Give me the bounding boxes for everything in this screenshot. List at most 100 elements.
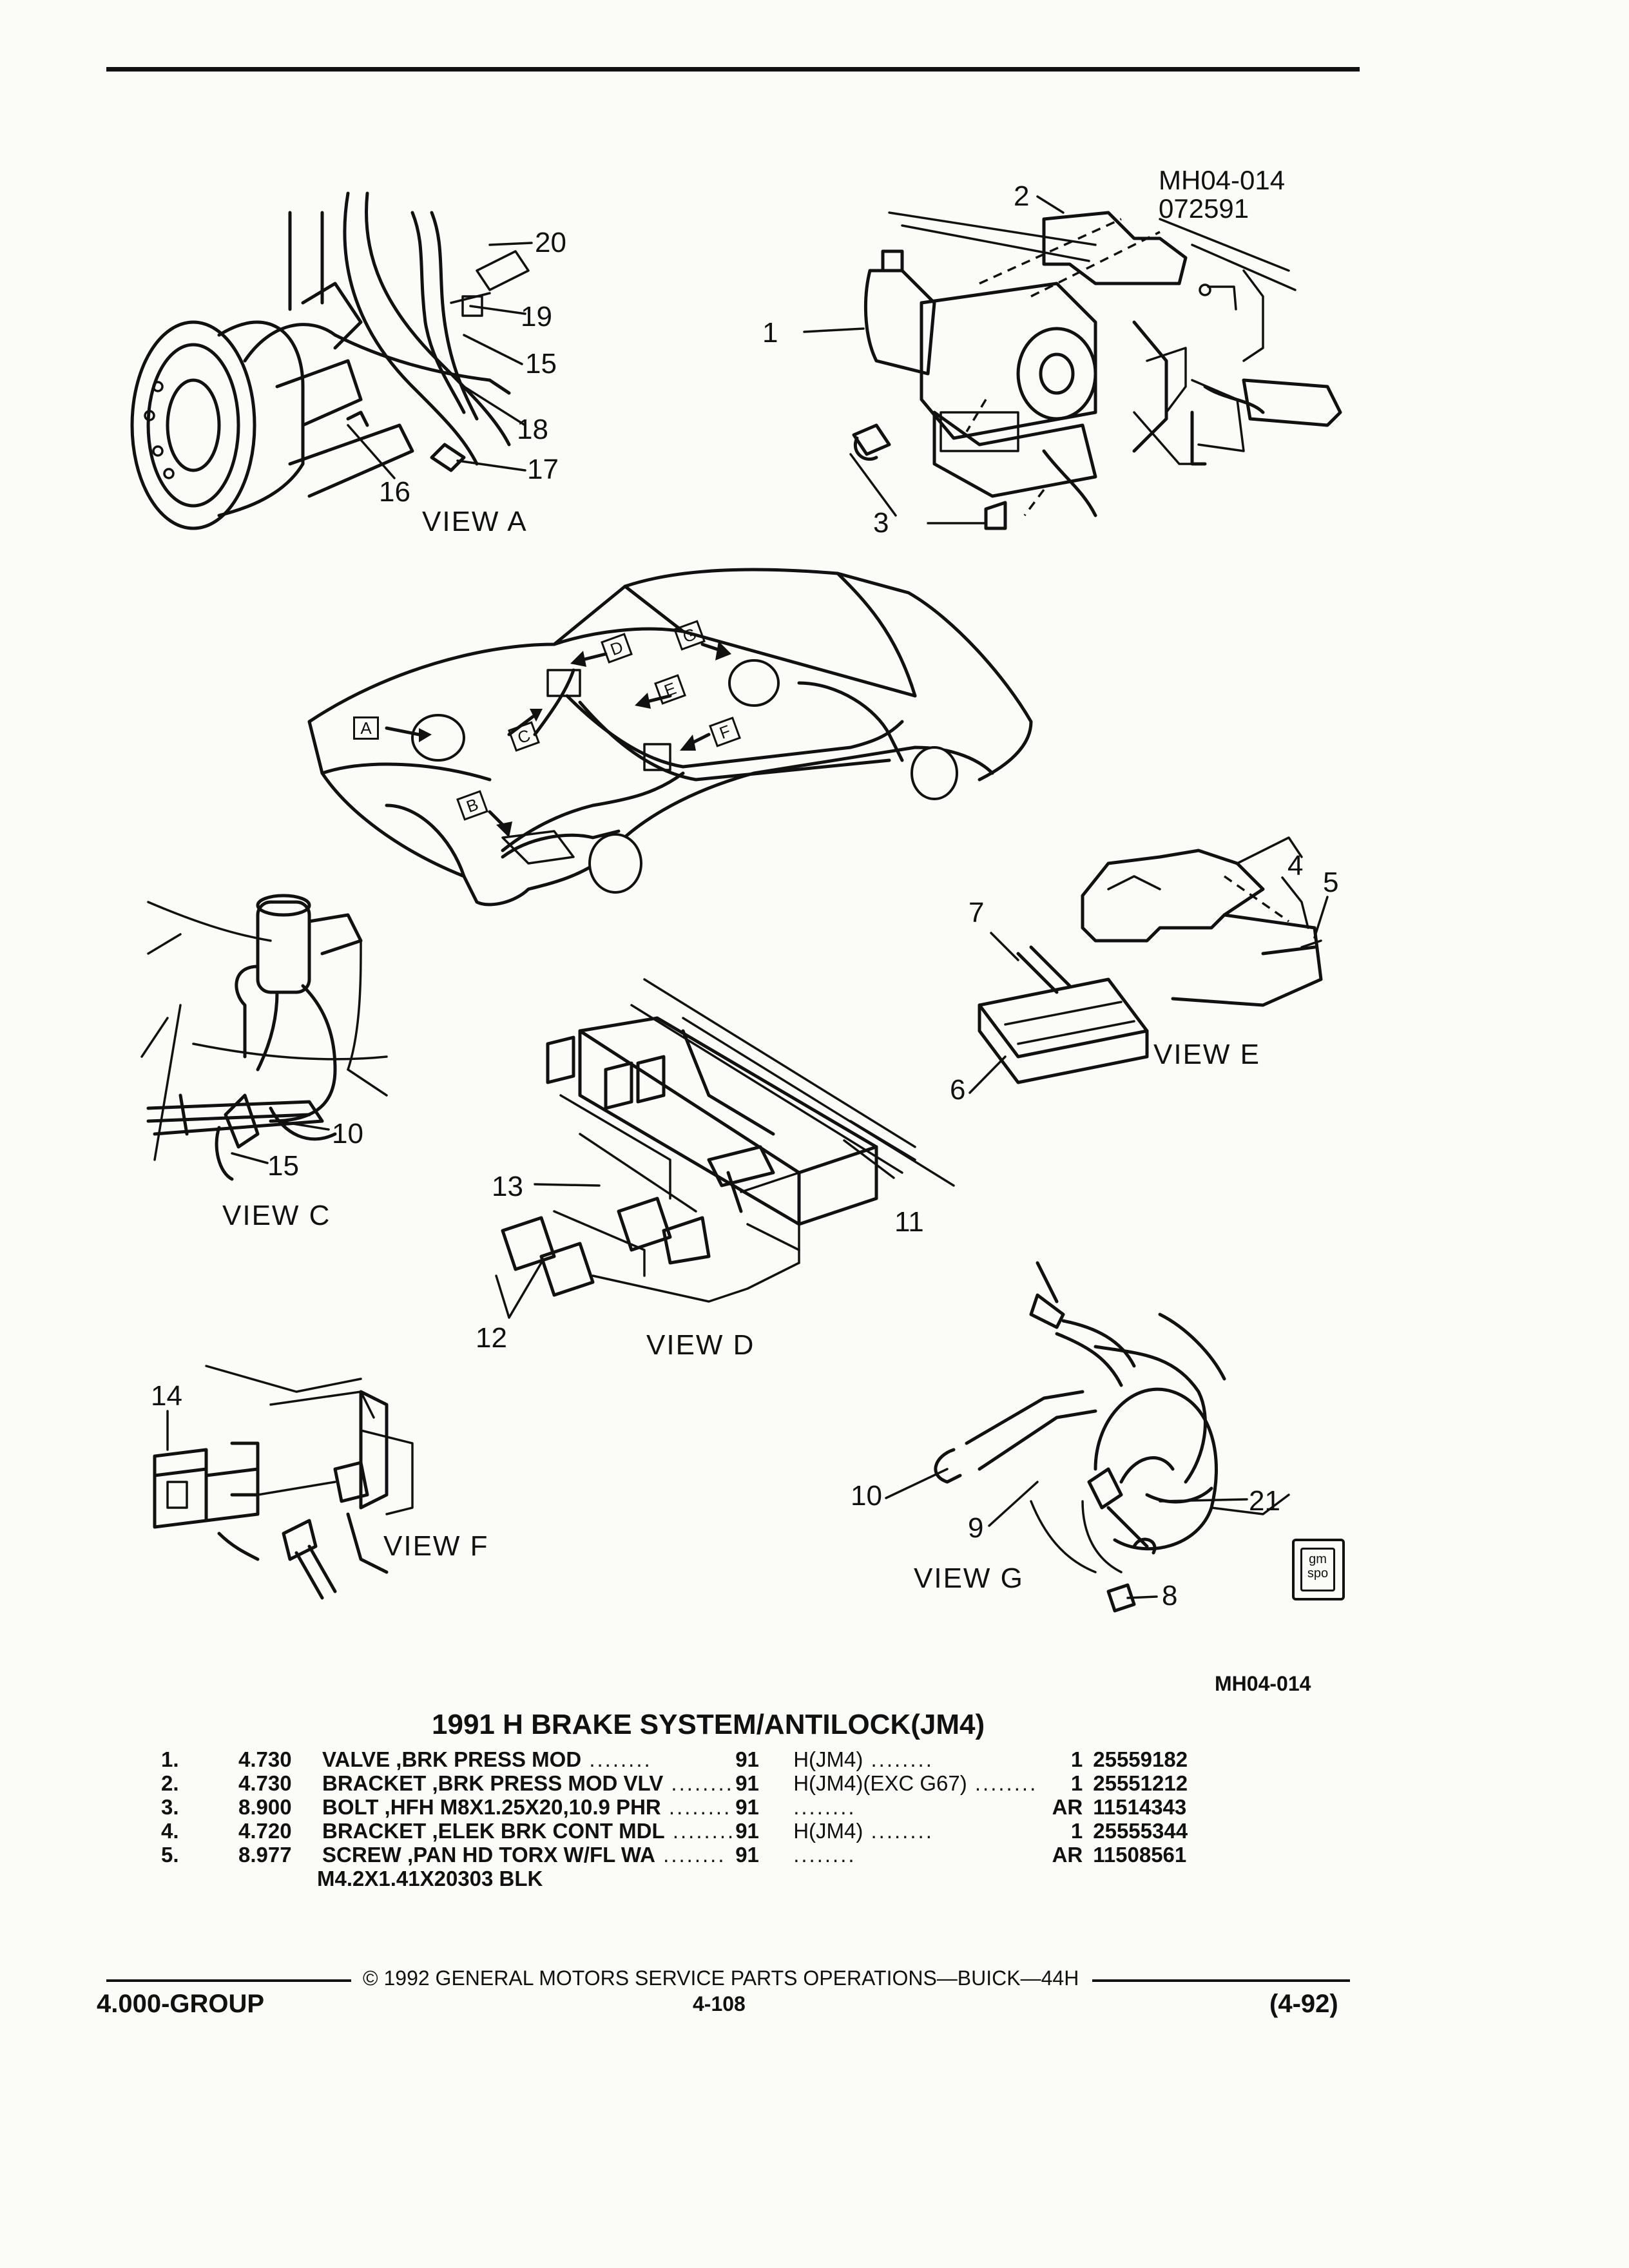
- part-no: 2.: [161, 1771, 238, 1795]
- parts-row: 3. 8.900 BOLT ,HFH M8X1.25X20,10.9 PHR ...…: [161, 1795, 1209, 1819]
- footer-copyright: © 1992 GENERAL MOTORS SERVICE PARTS OPER…: [363, 1966, 1079, 1990]
- quantity-text: 1: [1070, 1771, 1083, 1795]
- quantity: 1: [1037, 1771, 1083, 1795]
- gm-spo-badge: gm spo: [1292, 1539, 1345, 1600]
- footer-group: 4.000-GROUP: [97, 1990, 265, 2018]
- callout-19: 19: [521, 301, 552, 332]
- callout-14: 14: [151, 1380, 182, 1412]
- group-no-text: 8.900: [238, 1795, 292, 1819]
- leader-dots: ........: [664, 1819, 736, 1843]
- callout-15-view-a: 15: [525, 348, 557, 380]
- callout-8: 8: [1162, 1580, 1178, 1611]
- quantity: 1: [1037, 1747, 1083, 1771]
- group-no: 4.730: [238, 1747, 322, 1771]
- badge-spo: spo: [1307, 1566, 1329, 1581]
- leader-dots: ........: [967, 1771, 1038, 1795]
- group-no-text: 8.977: [238, 1843, 292, 1867]
- group-no-text: 4.730: [238, 1747, 292, 1771]
- leader-dots: ........: [663, 1771, 734, 1795]
- usage-text: H(JM4): [793, 1747, 863, 1771]
- year-text: 91: [735, 1771, 759, 1795]
- part-no-text: 1.: [161, 1747, 179, 1771]
- callout-11: 11: [894, 1206, 924, 1238]
- description: VALVE ,BRK PRESS MOD ........: [322, 1747, 735, 1771]
- usage-text: H(JM4): [793, 1819, 863, 1843]
- year: 91: [735, 1795, 793, 1819]
- view-c-drawing: [140, 894, 388, 1181]
- year: 91: [735, 1747, 793, 1771]
- year: 91: [735, 1819, 793, 1843]
- figure-date-line: 072591: [1159, 193, 1249, 224]
- quantity: 1: [1037, 1819, 1083, 1843]
- view-d-drawing: [501, 978, 955, 1303]
- usage: ........: [793, 1843, 1037, 1867]
- view-c-label: VIEW C: [222, 1200, 331, 1231]
- top-rule: [106, 67, 1360, 72]
- part-number-text: 25559182: [1093, 1747, 1188, 1771]
- leader-dots: ........: [863, 1747, 934, 1771]
- callout-1: 1: [762, 317, 778, 349]
- view-a-drawing: [130, 191, 530, 530]
- group-no: 8.977: [238, 1843, 322, 1867]
- callout-13: 13: [492, 1171, 523, 1202]
- part-number-text: 11508561: [1093, 1843, 1187, 1867]
- view-g-drawing: [934, 1261, 1290, 1613]
- leader-dots: ........: [655, 1843, 726, 1867]
- year-text: 91: [735, 1819, 759, 1843]
- quantity-text: 1: [1070, 1747, 1083, 1771]
- mod-valve-drawing: [852, 211, 1342, 530]
- year-text: 91: [735, 1843, 759, 1867]
- year-text: 91: [735, 1747, 759, 1771]
- part-no: 5.: [161, 1843, 238, 1867]
- car-outline-drawing: [307, 568, 1033, 907]
- badge-gm: gm: [1309, 1552, 1327, 1566]
- quantity-text: AR: [1052, 1795, 1083, 1819]
- description-text: BOLT ,HFH M8X1.25X20,10.9 PHR: [322, 1795, 661, 1819]
- description-text: VALVE ,BRK PRESS MOD: [322, 1747, 582, 1771]
- usage: H(JM4)(EXC G67) ........: [793, 1771, 1037, 1795]
- callout-5: 5: [1323, 867, 1339, 898]
- part-number-text: 25555344: [1093, 1819, 1188, 1843]
- callout-21: 21: [1249, 1485, 1280, 1517]
- part-number-text: 11514343: [1093, 1795, 1187, 1819]
- figure-code-line: MH04-014: [1159, 165, 1286, 195]
- part-no: 4.: [161, 1819, 238, 1843]
- leader-dots: ........: [660, 1795, 732, 1819]
- part-no-text: 3.: [161, 1795, 179, 1819]
- group-no-text: 4.730: [238, 1771, 292, 1795]
- callout-4: 4: [1287, 850, 1304, 881]
- description: BRACKET ,BRK PRESS MOD VLV ........: [322, 1771, 735, 1795]
- description-text: BRACKET ,ELEK BRK CONT MDL: [322, 1819, 665, 1843]
- callout-10-view-c: 10: [332, 1118, 363, 1149]
- callout-2: 2: [1014, 180, 1030, 212]
- quantity-text: 1: [1070, 1819, 1083, 1843]
- group-no: 8.900: [238, 1795, 322, 1819]
- footer-revision: (4-92): [1269, 1990, 1338, 2018]
- group-no: 4.730: [238, 1771, 322, 1795]
- parts-row: 5. 8.977 SCREW ,PAN HD TORX W/FL WA ......…: [161, 1843, 1209, 1867]
- year-text: 91: [735, 1795, 759, 1819]
- leader-lines: [166, 195, 1329, 1599]
- view-e-label: VIEW E: [1153, 1039, 1261, 1070]
- year: 91: [735, 1771, 793, 1795]
- part-no-text: 5.: [161, 1843, 179, 1867]
- usage: H(JM4) ........: [793, 1747, 1037, 1771]
- leader-dots: ........: [793, 1843, 856, 1867]
- callout-7: 7: [969, 897, 985, 928]
- part-5-desc-line-2: M4.2X1.41X20303 BLK: [317, 1867, 543, 1890]
- part-number: 25555344: [1083, 1819, 1209, 1843]
- group-no: 4.720: [238, 1819, 322, 1843]
- leader-dots: ........: [863, 1819, 934, 1843]
- quantity-text: AR: [1052, 1843, 1083, 1867]
- part-no: 3.: [161, 1795, 238, 1819]
- callout-20: 20: [535, 227, 566, 258]
- description-text: SCREW ,PAN HD TORX W/FL WA: [322, 1843, 655, 1867]
- view-e-drawing: [978, 836, 1323, 1084]
- part-number: 11508561: [1083, 1843, 1209, 1867]
- footer-page: 4-108: [693, 1992, 746, 2015]
- footer-rule-left: [106, 1979, 351, 1982]
